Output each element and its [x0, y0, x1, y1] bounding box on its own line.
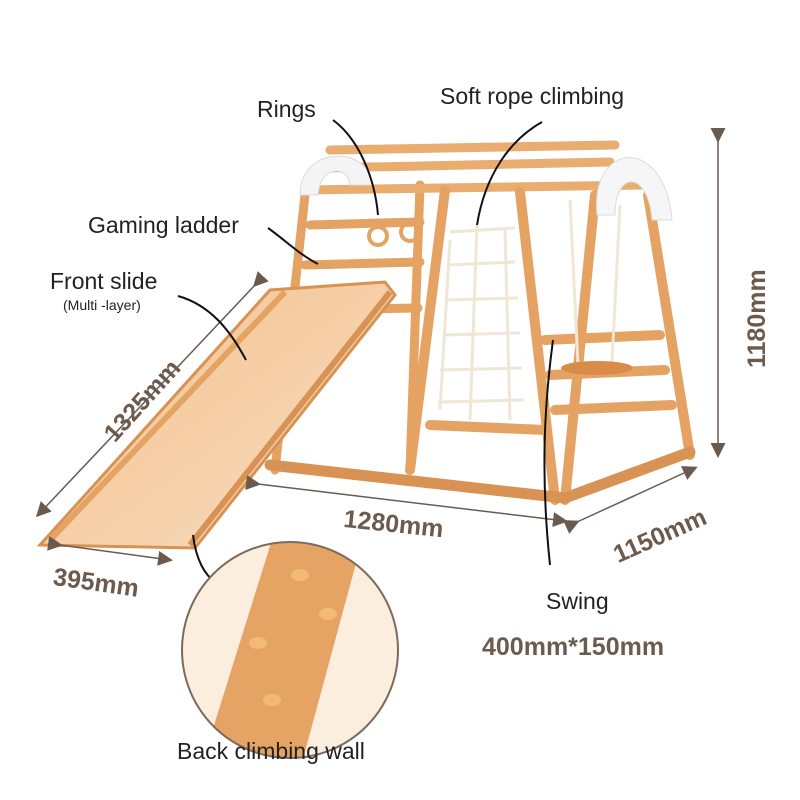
label-soft-rope-climbing: Soft rope climbing [440, 83, 625, 109]
label-swing: Swing [546, 588, 609, 614]
callout-lines [177, 119, 554, 583]
dimension-height: 1180mm [743, 269, 771, 368]
arch-right [596, 157, 673, 221]
label-swing-size: 400mm*150mm [482, 633, 665, 661]
dimension-lines [35, 128, 726, 566]
label-front-slide-note: (Multi -layer) [63, 297, 141, 313]
swing-seat [561, 199, 633, 375]
label-back-climbing-wall: Back climbing wall [177, 738, 365, 764]
label-gaming-ladder: Gaming ladder [88, 212, 239, 238]
label-rings: Rings [257, 96, 316, 122]
label-front-slide: Front slide [50, 268, 158, 294]
rings [367, 221, 421, 247]
climbing-wall-detail [181, 541, 399, 759]
rope-net [437, 224, 525, 421]
